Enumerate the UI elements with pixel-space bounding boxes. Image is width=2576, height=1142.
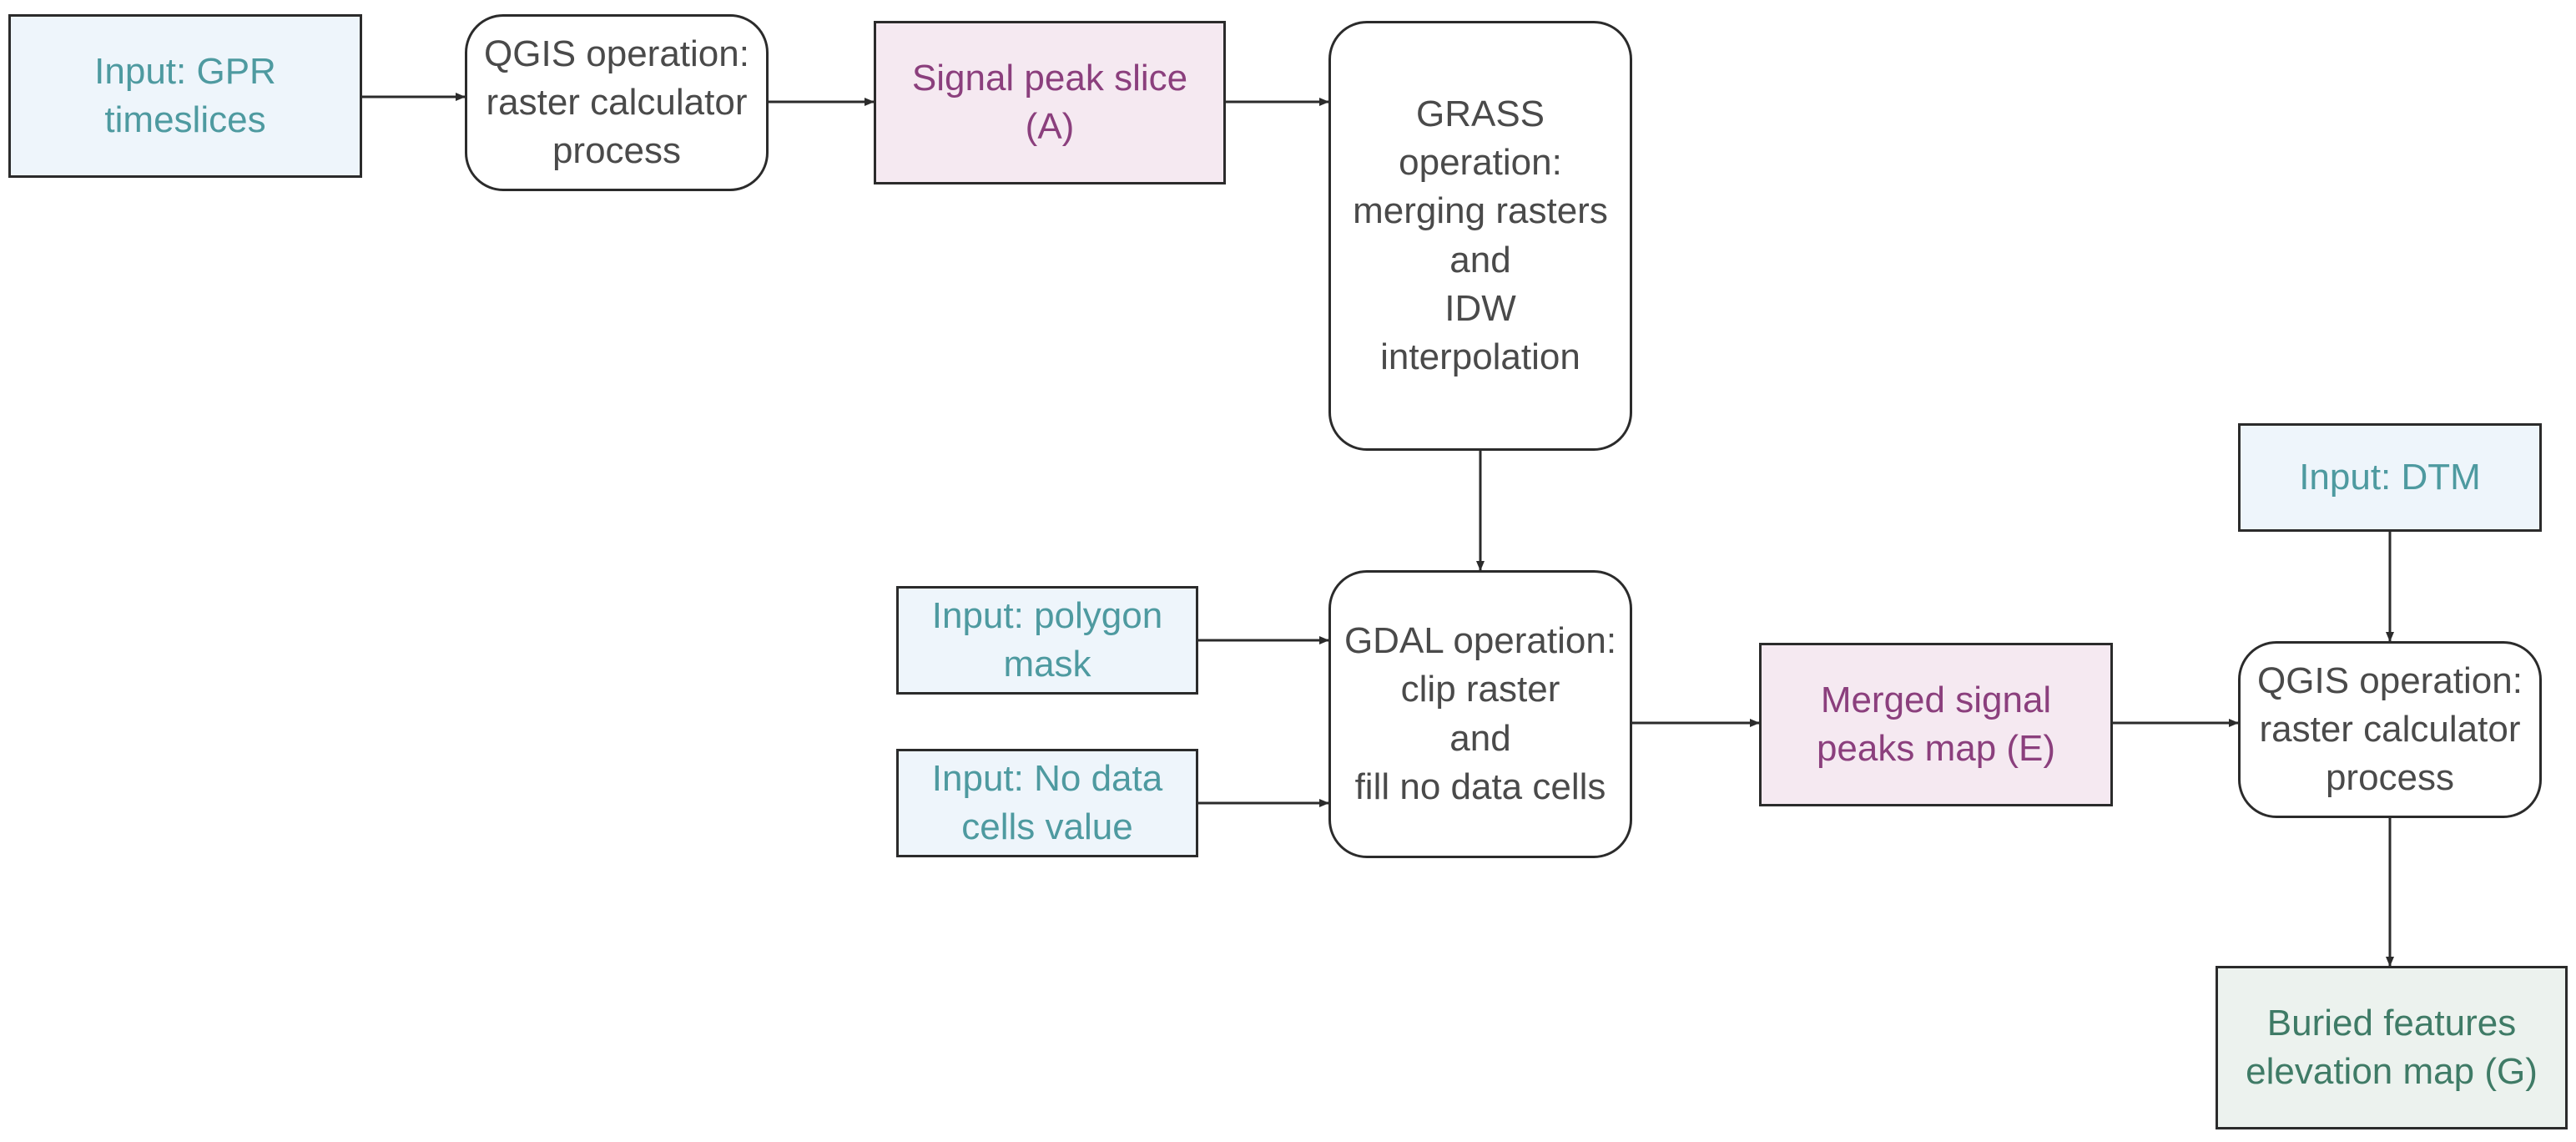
node-buried-features-elevation-map: Buried features elevation map (G) xyxy=(2216,966,2568,1129)
node-text-line: mask xyxy=(1003,644,1091,685)
node-text-line: raster calculator xyxy=(2259,708,2521,750)
node-text-line: Merged signal xyxy=(1820,679,2052,720)
node-text-line: peaks map (E) xyxy=(1816,728,2056,769)
node-input-polygon-mask: Input: polygon mask xyxy=(896,586,1198,695)
node-qgis-raster-calculator-1: QGIS operation: raster calculator process xyxy=(465,14,769,191)
node-text-line: timeslices xyxy=(104,99,266,140)
node-text-line: (A) xyxy=(1025,106,1075,147)
node-text-line: Input: No data xyxy=(931,757,1163,799)
node-text-line: clip raster xyxy=(1400,669,1560,710)
node-text-line: interpolation xyxy=(1380,336,1580,377)
node-text-line: Input: DTM xyxy=(2299,456,2481,498)
node-text-line: Buried features xyxy=(2266,1002,2517,1043)
node-text-line: QGIS operation: xyxy=(2257,659,2523,701)
node-text-line: Input: polygon xyxy=(931,594,1163,636)
node-input-dtm: Input: DTM xyxy=(2238,423,2542,532)
node-input-gpr-timeslices: Input: GPR timeslices xyxy=(8,14,362,178)
node-text-line: cells value xyxy=(961,806,1133,847)
node-text-line: and xyxy=(1449,239,1511,280)
node-text-line: merging rasters xyxy=(1353,190,1608,232)
node-merged-signal-peaks-map: Merged signal peaks map (E) xyxy=(1759,643,2113,806)
node-text-line: fill no data cells xyxy=(1354,766,1606,807)
node-text-line: raster calculator xyxy=(486,81,748,123)
node-text-line: GRASS xyxy=(1415,93,1545,135)
node-text-line: Input: GPR xyxy=(94,50,276,92)
node-text-line: GDAL operation: xyxy=(1343,620,1617,662)
node-text-line: elevation map (G) xyxy=(2246,1051,2538,1092)
node-text-line: operation: xyxy=(1399,142,1562,184)
node-qgis-raster-calculator-2: QGIS operation: raster calculator process xyxy=(2238,641,2542,818)
node-text-line: and xyxy=(1449,717,1511,759)
node-text-line: Signal peak slice xyxy=(911,57,1188,99)
node-input-no-data-cells-value: Input: No data cells value xyxy=(896,749,1198,857)
node-text-line: process xyxy=(552,130,682,172)
node-gdal-clip-fill: GDAL operation: clip raster and fill no dat… xyxy=(1328,570,1632,858)
node-signal-peak-slice: Signal peak slice (A) xyxy=(874,21,1226,184)
node-text-line: IDW xyxy=(1444,287,1516,329)
node-text-line: process xyxy=(2325,757,2455,799)
node-text-line: QGIS operation: xyxy=(484,33,749,74)
